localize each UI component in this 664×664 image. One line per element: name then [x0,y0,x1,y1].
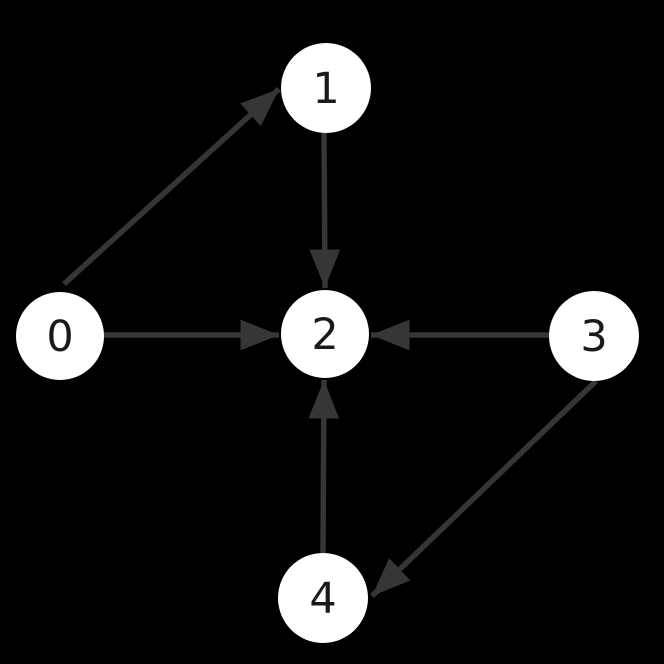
node-1-label: 1 [312,64,339,114]
edges-layer [62,86,598,598]
node-2-circle [281,290,369,378]
edge-0-to-1 [62,86,281,287]
node-4-label: 4 [309,574,336,624]
node-3-circle [549,291,639,381]
node-2-label: 2 [311,310,338,360]
node-4-circle [278,553,368,643]
node-3: 3 [549,291,639,381]
node-1: 1 [281,43,371,133]
node-4: 4 [278,553,368,643]
node-2: 2 [281,290,369,378]
node-0-label: 0 [46,312,73,362]
edge-1-to-2 [309,132,341,289]
node-0-circle [16,292,104,380]
edge-3-to-4 [370,379,598,598]
node-0: 0 [16,292,104,380]
node-1-circle [281,43,371,133]
nodes-layer: 0 1 2 3 4 [16,43,639,643]
edge-4-to-2 [308,379,340,554]
node-3-label: 3 [580,312,607,362]
